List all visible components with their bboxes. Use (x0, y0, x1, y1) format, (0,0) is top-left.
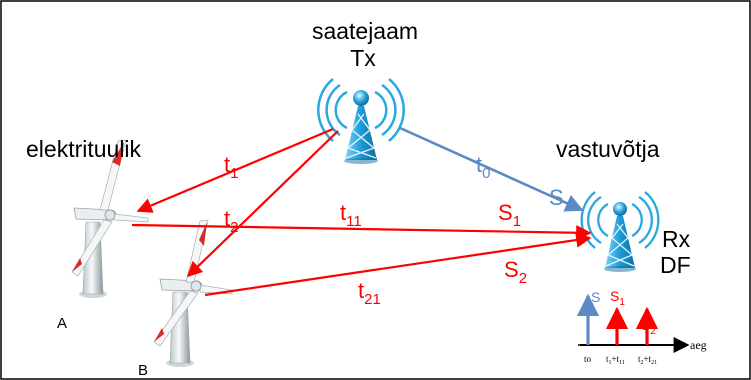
arrival-timeline: S S1 S2 aeg to t1+t11 t2+t21 (578, 288, 707, 366)
path-tx-to-turbine-b (188, 131, 338, 276)
turbine-title: elektrituulik (26, 136, 142, 162)
turbine-b-label: B (138, 362, 148, 379)
tick-label-to: to (584, 354, 592, 364)
axis-label-aeg: aeg (690, 338, 707, 352)
delay-label-t1: t1 (224, 152, 238, 182)
receiver-df-label: DF (660, 252, 691, 278)
transmitter-tower-icon (318, 79, 403, 164)
delay-label-t21: t21 (358, 278, 381, 308)
transmitter-code: Tx (350, 45, 376, 71)
pulse-label-s2: S2 (641, 317, 656, 337)
wind-turbine-a-icon (72, 140, 148, 298)
receiver-tower-icon (582, 192, 659, 272)
transmitter-title: saatejaam (312, 18, 418, 44)
signal-label-s1: S1 (498, 200, 521, 230)
pulse-label-s: S (591, 289, 600, 305)
receiver-title: vastuvõtja (556, 136, 660, 162)
delay-label-t11: t11 (340, 200, 362, 230)
signal-label-s2: S2 (504, 257, 527, 287)
tick-label-t2-t21: t2+t21 (638, 354, 657, 366)
path-turbine-b-to-rx (205, 238, 590, 295)
receiver-rx-label: Rx (662, 226, 691, 252)
turbine-a-label: A (57, 315, 67, 332)
tick-label-t1-t11: t1+t11 (606, 354, 625, 366)
delay-label-t0: t0 (476, 152, 490, 182)
delay-label-t2: t2 (224, 206, 238, 236)
signal-label-s: S (549, 185, 564, 210)
pulse-label-s1: S1 (610, 288, 625, 308)
